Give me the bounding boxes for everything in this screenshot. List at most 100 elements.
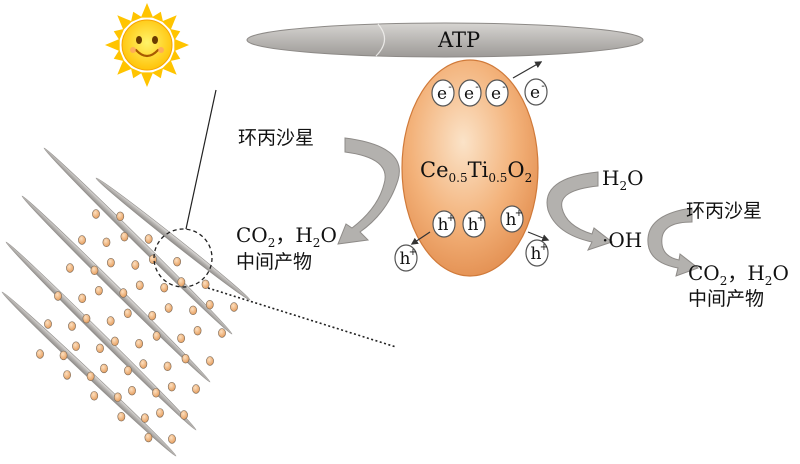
nanoparticle	[152, 388, 160, 398]
nanoparticle	[82, 313, 91, 324]
water-label: H2O	[602, 166, 644, 193]
nanoparticle	[59, 350, 68, 361]
nanoparticle	[205, 299, 214, 310]
products-left-line1: CO2，H2O	[236, 223, 337, 250]
pollutant-label-right: 环丙沙星	[686, 200, 763, 222]
hydroxyl-radical-label: ·OH	[602, 228, 643, 252]
nanoparticle	[168, 434, 176, 444]
nanoparticle	[102, 237, 111, 248]
nanoparticle	[72, 341, 80, 351]
hole-to-left-arrow	[410, 231, 431, 245]
electron-charge: e-	[524, 78, 548, 106]
sun-ray	[140, 72, 154, 87]
nanoparticle	[156, 408, 164, 418]
electron-group: e-e-e-e-	[431, 78, 548, 107]
svg-text:e: e	[437, 84, 447, 104]
svg-text:h: h	[506, 210, 517, 230]
nanoparticle	[167, 381, 176, 392]
hole-charge: h+	[432, 210, 456, 238]
svg-text:+: +	[540, 242, 548, 253]
svg-text:h: h	[438, 215, 449, 235]
nanoparticle	[63, 370, 72, 380]
sun-ray	[113, 49, 125, 62]
sun-ray	[130, 67, 143, 79]
nanoparticle	[90, 265, 99, 276]
svg-text:+: +	[409, 247, 417, 258]
hole-charge: h+	[525, 239, 549, 267]
fiber-rod	[95, 177, 251, 301]
nanoparticle	[201, 279, 210, 290]
fiber-array	[1, 147, 251, 457]
nanoparticle	[139, 359, 148, 369]
sun-ray	[117, 15, 132, 30]
smiling-sun-icon	[105, 3, 189, 87]
hole-to-right-arrow	[527, 231, 550, 242]
sun-ray	[130, 11, 143, 23]
sun-ray	[113, 28, 125, 41]
nanoparticle	[86, 371, 95, 382]
sun-ray	[162, 60, 177, 75]
nanoparticle	[180, 410, 188, 420]
nanoparticle	[135, 338, 144, 349]
nanoparticle	[144, 432, 153, 443]
nanoparticle	[66, 263, 74, 273]
nanoparticle	[148, 254, 157, 265]
fiber-rod	[5, 241, 197, 431]
atp-bar	[246, 22, 644, 58]
electron-charge: e-	[485, 79, 509, 107]
nanoparticle	[113, 392, 122, 402]
hole-charge: h+	[462, 210, 486, 238]
nanoparticle	[100, 363, 108, 374]
svg-text:e: e	[530, 83, 540, 103]
svg-text:e: e	[464, 84, 474, 104]
nanoparticle	[140, 413, 149, 423]
nanoparticle	[106, 316, 115, 326]
nanoparticle	[124, 365, 132, 376]
nanoparticle	[106, 257, 115, 268]
nanoparticle	[119, 288, 128, 298]
sun-ray	[140, 3, 154, 18]
sun-ray	[169, 49, 181, 62]
svg-text:e: e	[491, 84, 501, 104]
sun-ray	[151, 11, 164, 23]
fiber-rod	[21, 195, 211, 383]
nanoparticle	[177, 333, 186, 344]
nanoparticle	[177, 277, 186, 287]
svg-text:+: +	[515, 208, 523, 219]
nanoparticle	[120, 231, 129, 242]
nanoparticle	[206, 356, 214, 366]
nanoparticle	[192, 384, 200, 394]
nanoparticle	[189, 305, 198, 316]
sun-ray	[162, 15, 177, 30]
products-right-line2: 中间产物	[688, 288, 765, 310]
nanoparticle	[230, 302, 238, 312]
nanoparticle	[160, 282, 169, 293]
nanoparticle	[128, 385, 136, 396]
pollutant-label-left: 环丙沙星	[238, 127, 315, 149]
hole-group: h+h+h+h+h+	[394, 205, 549, 272]
nanoparticle	[131, 260, 140, 270]
hole-charge: h+	[394, 244, 418, 272]
nanoparticle	[117, 411, 126, 422]
svg-text:h: h	[400, 249, 411, 269]
sun-ray	[169, 28, 181, 41]
hole-charge: h+	[500, 205, 524, 233]
nanoparticle	[193, 325, 202, 336]
nanoparticle	[163, 361, 172, 372]
electron-escape-arrow	[512, 61, 543, 79]
svg-text:-: -	[448, 82, 452, 93]
svg-text:+: +	[447, 213, 455, 224]
reaction-arrows	[337, 137, 700, 277]
svg-text:+: +	[477, 213, 485, 224]
nanoparticle	[144, 234, 153, 244]
nanoparticle	[54, 291, 62, 301]
nanoparticle	[116, 211, 125, 222]
nanoparticle	[96, 343, 104, 354]
svg-text:h: h	[468, 215, 479, 235]
products-right-line1: CO2，H2O	[688, 261, 789, 288]
sun-ray	[105, 38, 120, 52]
zoom-indicator	[153, 89, 397, 348]
nanoparticle	[78, 235, 86, 245]
nanoparticle	[148, 310, 157, 321]
sun-ray	[117, 60, 132, 75]
